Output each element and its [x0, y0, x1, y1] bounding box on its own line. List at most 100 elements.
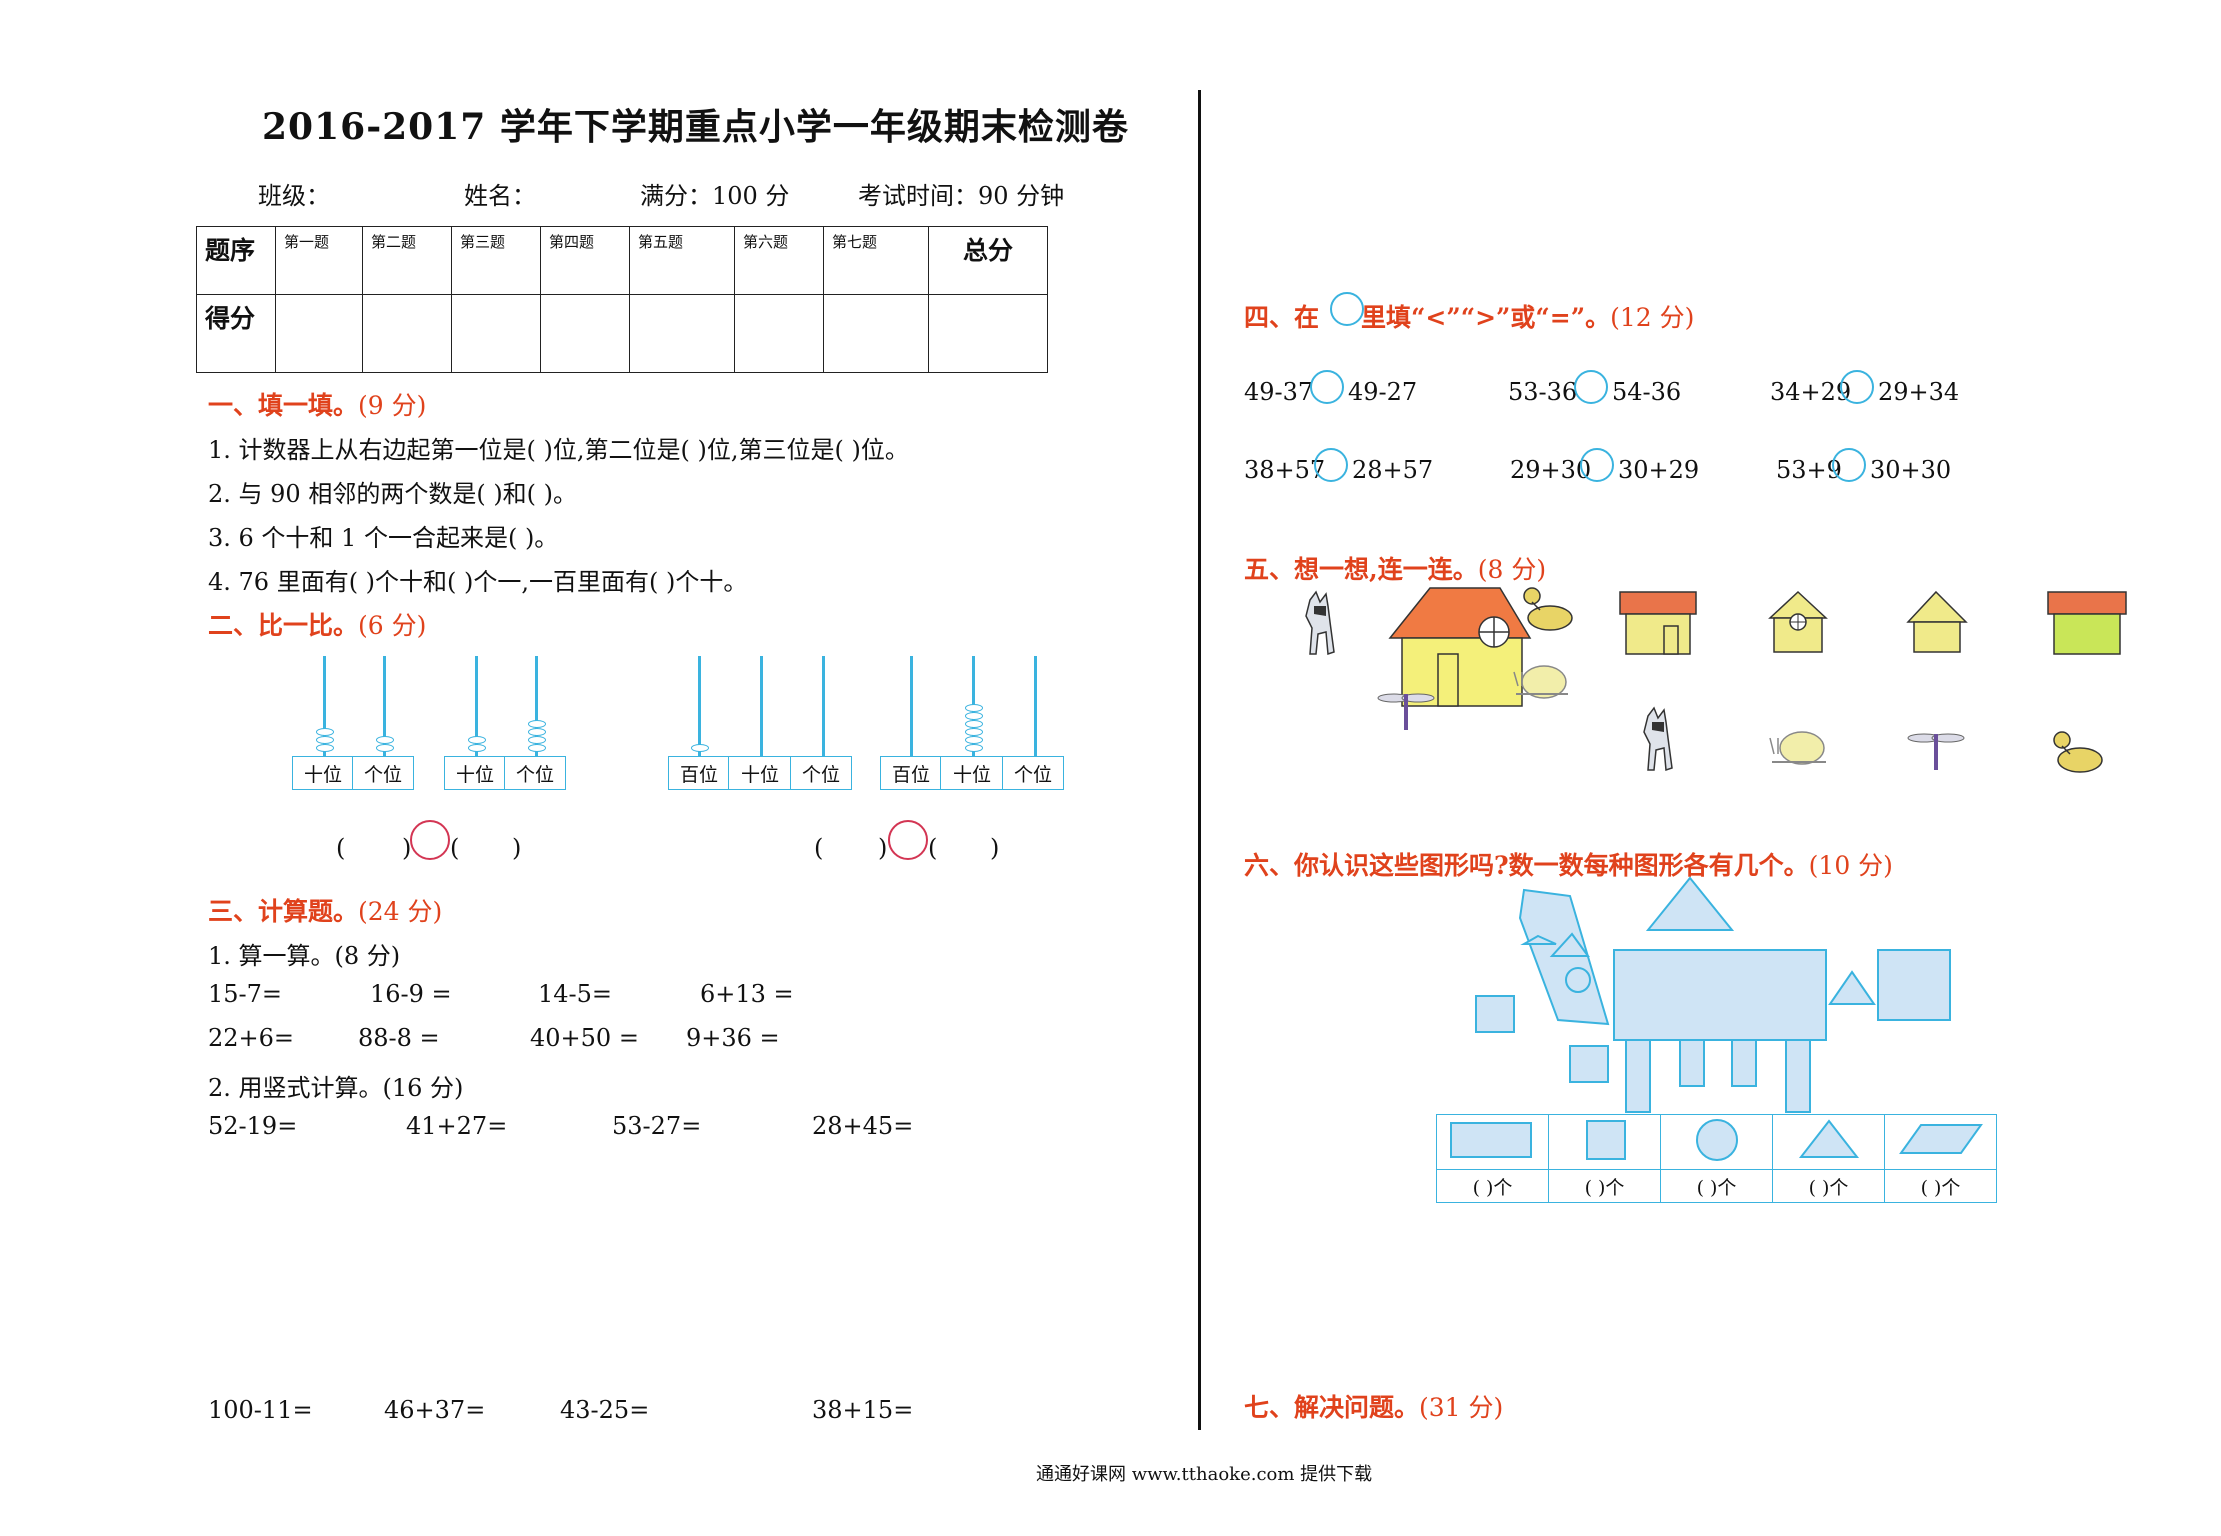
matching-pictures — [1305, 587, 2127, 773]
score-col: 第四题 — [549, 233, 595, 251]
square-shape — [1877, 949, 1951, 1021]
duck-icon — [2053, 731, 2103, 773]
house-window-icon — [1768, 590, 1828, 653]
paren: ) — [878, 834, 888, 862]
place-label: 百位 — [668, 756, 730, 790]
shapes-figure — [1475, 876, 1951, 1113]
part-title: 2. 用竖式计算。(16 分) — [208, 1074, 464, 1102]
score-cell[interactable] — [823, 294, 929, 373]
question-1-1: 1. 计数器上从右边起第一位是( )位,第二位是( )位,第三位是( )位。 — [208, 436, 909, 464]
place-label: 十位 — [728, 756, 792, 790]
house-box-icon — [2047, 591, 2127, 655]
square-shape — [1475, 995, 1515, 1033]
answer-circle[interactable] — [1832, 448, 1866, 482]
rectangle-shape — [1613, 949, 1827, 1041]
compare-circle[interactable] — [410, 820, 450, 860]
question-1-3: 3. 6 个十和 1 个一合起来是( )。 — [208, 524, 559, 552]
answer-circle[interactable] — [1310, 370, 1344, 404]
score-cell[interactable] — [540, 294, 630, 373]
section-1-heading: 一、填一填。(9 分) — [208, 391, 427, 420]
duck-icon — [1523, 587, 1573, 631]
house-plain-icon — [1906, 590, 1968, 653]
paren: ( — [928, 834, 938, 862]
paren: ( — [336, 834, 346, 862]
score-table: 题序 第一题 第二题 第三题 第四题 第五题 第六题 第七题 总分 得分 — [196, 226, 1048, 373]
equation: 38+15= — [812, 1396, 914, 1424]
count-blank[interactable]: ( )个 — [1772, 1169, 1885, 1203]
compare-left: 38+57 — [1244, 456, 1326, 484]
house-shop-icon — [1619, 591, 1697, 655]
score-col: 第一题 — [284, 233, 330, 251]
score-cell[interactable] — [275, 294, 363, 373]
place-label: 个位 — [504, 756, 566, 790]
equation: 6+13 = — [700, 980, 794, 1008]
compare-left: 49-37 — [1244, 378, 1314, 406]
score-cell[interactable] — [451, 294, 541, 373]
score-col: 第二题 — [371, 233, 417, 251]
count-blank[interactable]: ( )个 — [1436, 1169, 1549, 1203]
rectangle-shape — [1785, 1039, 1811, 1113]
score-cell[interactable] — [734, 294, 824, 373]
equation: 22+6= — [208, 1024, 295, 1052]
circle-icon — [1330, 292, 1364, 326]
equation: 43-25= — [560, 1396, 650, 1424]
rectangle-shape — [1625, 1039, 1651, 1113]
exam-time: 考试时间：90 分钟 — [858, 182, 1065, 210]
equation: 40+50 = — [530, 1024, 639, 1052]
compare-right: 30+29 — [1618, 456, 1700, 484]
page-title: 2016-2017 学年下学期重点小学一年级期末检测卷 — [262, 106, 1129, 148]
count-blank[interactable]: ( )个 — [1660, 1169, 1773, 1203]
rectangle-shape — [1731, 1039, 1757, 1087]
score-col: 第六题 — [743, 233, 789, 251]
equation: 15-7= — [208, 980, 283, 1008]
triangle-shape — [1828, 970, 1876, 1005]
place-label: 个位 — [790, 756, 852, 790]
place-label: 个位 — [352, 756, 414, 790]
score-cell[interactable] — [629, 294, 735, 373]
equation: 28+45= — [812, 1112, 914, 1140]
question-1-2: 2. 与 90 相邻的两个数是( )和( )。 — [208, 480, 578, 508]
score-col: 第五题 — [638, 233, 684, 251]
place-label: 个位 — [1002, 756, 1064, 790]
count-blank[interactable]: ( )个 — [1884, 1169, 1997, 1203]
name-label: 姓名： — [464, 182, 536, 210]
place-label: 十位 — [940, 756, 1004, 790]
circle-shape — [1565, 967, 1591, 993]
answer-circle[interactable] — [1840, 370, 1874, 404]
section-4-heading: 四、在里填“<”“>”或“=”。(12 分) — [1244, 303, 1695, 332]
section-5-heading: 五、想一想,连一连。(8 分) — [1244, 555, 1547, 584]
dragonfly-icon — [1377, 693, 1435, 730]
class-label: 班级： — [258, 182, 330, 210]
full-score: 满分：100 分 — [640, 182, 790, 210]
compare-left: 34+29 — [1770, 378, 1852, 406]
score-row-header: 得分 — [205, 304, 256, 333]
footer-credit: 通通好课网 www.tthaoke.com 提供下载 — [1036, 1464, 1373, 1485]
equation: 53-27= — [612, 1112, 702, 1140]
answer-circle[interactable] — [1574, 370, 1608, 404]
answer-circle[interactable] — [1314, 448, 1348, 482]
score-cell[interactable] — [362, 294, 452, 373]
snail-icon — [1513, 665, 1568, 699]
equation: 100-11= — [208, 1396, 313, 1424]
dragonfly-icon — [1907, 733, 1965, 770]
paren: ( — [450, 834, 460, 862]
section-7-heading: 七、解决问题。(31 分) — [1244, 1393, 1504, 1422]
dog-icon — [1643, 706, 1673, 772]
question-1-4: 4. 76 里面有( )个十和( )个一,一百里面有( )个十。 — [208, 568, 748, 596]
paren: ( — [814, 834, 824, 862]
score-cell[interactable] — [928, 294, 1048, 373]
place-label: 十位 — [444, 756, 506, 790]
score-col: 第三题 — [460, 233, 506, 251]
answer-circle[interactable] — [1580, 448, 1614, 482]
compare-circle[interactable] — [888, 820, 928, 860]
triangle-shape — [1645, 876, 1735, 931]
count-blank[interactable]: ( )个 — [1548, 1169, 1661, 1203]
paren: ) — [990, 834, 1000, 862]
dog-icon — [1305, 590, 1335, 656]
snail-icon — [1769, 731, 1826, 765]
compare-left: 53+9 — [1776, 456, 1842, 484]
square-shape — [1569, 1045, 1609, 1083]
paren: ) — [402, 834, 412, 862]
compare-right: 29+34 — [1878, 378, 1960, 406]
equation: 46+37= — [384, 1396, 486, 1424]
